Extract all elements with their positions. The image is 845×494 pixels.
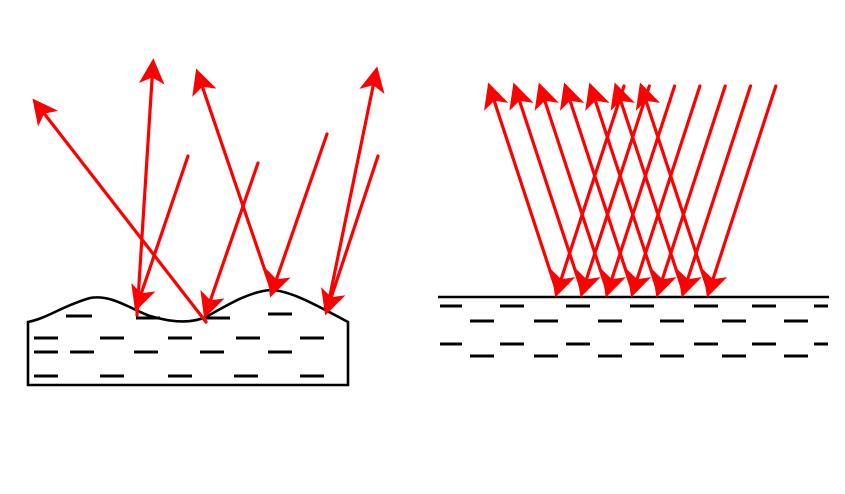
reflected-ray	[484, 82, 559, 294]
rough-water-body	[26, 288, 350, 387]
incident-ray	[200, 161, 260, 319]
diffuse-reflection-panel	[26, 58, 385, 387]
incident-ray	[550, 84, 626, 298]
reflected-ray	[585, 82, 660, 294]
incident-ray	[266, 132, 329, 298]
reflected-ray	[610, 82, 686, 294]
reflected-ray	[509, 82, 584, 294]
incident-ray	[601, 84, 677, 298]
reflected-ray	[559, 82, 635, 294]
incident-ray	[626, 84, 702, 298]
incident-ray	[702, 84, 778, 298]
incident-ray	[677, 84, 753, 298]
reflected-ray	[635, 82, 711, 294]
reflected-ray	[325, 66, 385, 312]
reflected-ray	[135, 58, 165, 317]
smooth-water-dashes	[440, 304, 828, 358]
rough-water-dashes	[34, 312, 324, 378]
incident-ray	[576, 84, 651, 298]
reflected-ray	[192, 68, 274, 293]
incident-ray	[321, 154, 380, 316]
specular-rays	[484, 82, 778, 298]
incident-ray	[652, 84, 727, 298]
incident-ray	[131, 154, 190, 312]
specular-reflection-panel	[438, 82, 829, 358]
reflected-ray	[534, 82, 610, 294]
diffuse-rays	[32, 58, 385, 324]
reflected-ray	[32, 98, 208, 324]
